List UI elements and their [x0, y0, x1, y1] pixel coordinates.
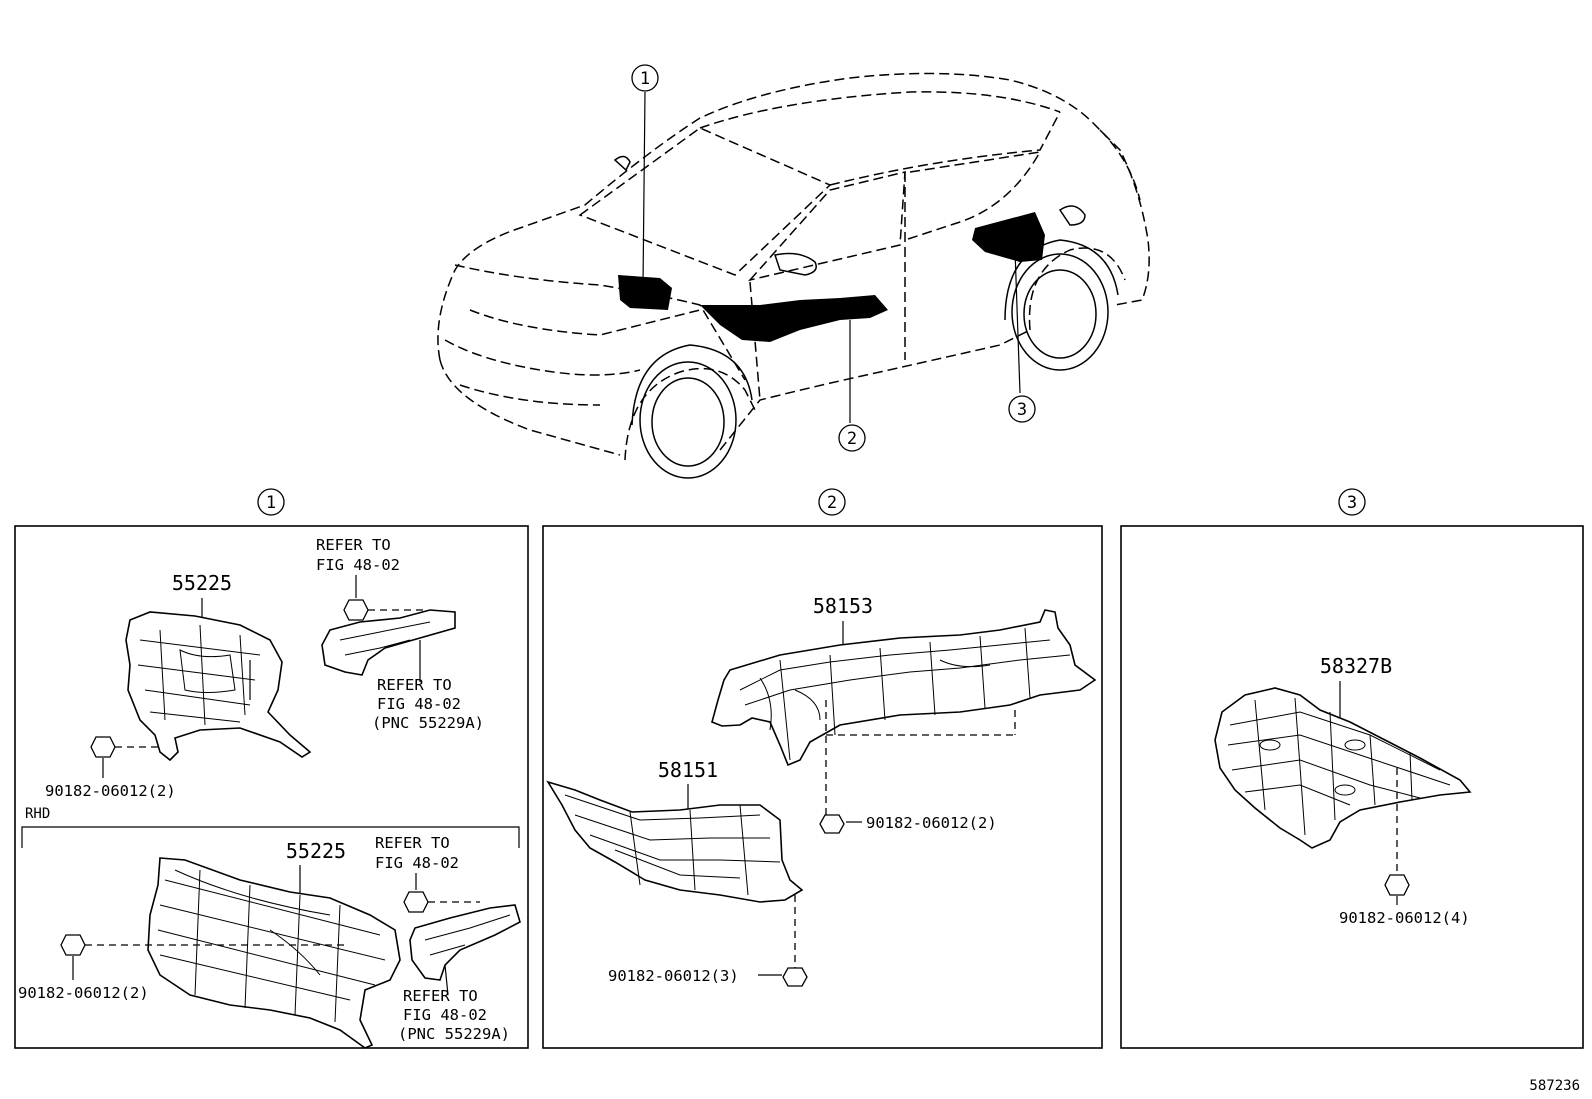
vehicle-overview: 1 2 3	[437, 64, 1150, 479]
nut-icon	[60, 934, 86, 956]
part-number-58327b: 58327B	[1320, 654, 1392, 678]
part-number-55225: 55225	[172, 571, 232, 595]
svg-text:2: 2	[847, 429, 857, 449]
figure-id: 587236	[1529, 1078, 1580, 1094]
svg-text:FIG 48-02: FIG 48-02	[403, 1006, 487, 1024]
callout-3-overview: 3	[1008, 395, 1036, 423]
panel-1-frame	[14, 525, 529, 1049]
svg-text:1: 1	[640, 69, 650, 89]
rhd-divider	[21, 826, 520, 848]
insulator-patch-rear	[972, 212, 1045, 262]
callout-1-overview: 1	[631, 64, 659, 92]
bracket-icon	[409, 904, 521, 981]
svg-text:3: 3	[1017, 400, 1027, 420]
nut-icon	[1384, 874, 1410, 896]
fastener-label: 90182-06012(3)	[608, 967, 739, 985]
svg-text:1: 1	[266, 493, 276, 513]
nut-icon	[343, 599, 369, 621]
svg-text:REFER TO: REFER TO	[377, 676, 452, 694]
bracket-icon	[321, 609, 456, 676]
rear-floor-insulator-58327b	[1214, 687, 1472, 849]
svg-text:FIG 48-02: FIG 48-02	[316, 556, 400, 574]
rhd-label: RHD	[25, 806, 50, 822]
fastener-label: 90182-06012(4)	[1339, 909, 1470, 927]
panel-3-frame	[1120, 525, 1584, 1049]
panel-2-frame	[542, 525, 1103, 1049]
svg-text:REFER TO: REFER TO	[316, 536, 391, 554]
svg-text:2: 2	[827, 493, 837, 513]
nut-icon	[403, 891, 429, 913]
floor-insulator-58151	[546, 780, 804, 903]
svg-text:REFER TO: REFER TO	[375, 834, 450, 852]
panel-3: 58327B 90182-06012(4)	[1214, 654, 1472, 927]
callout-1-header: 1	[257, 488, 285, 516]
fastener-label: 90182-06012(2)	[18, 984, 149, 1002]
panel-1: 55225 REFER TO FIG 48-02 REFER TO FIG 48…	[18, 536, 521, 1049]
svg-text:(PNC 55229A): (PNC 55229A)	[372, 714, 484, 732]
part-number-58151: 58151	[658, 758, 718, 782]
callout-3-header: 3	[1338, 488, 1366, 516]
fastener-label: 90182-06012(2)	[45, 782, 176, 800]
svg-text:FIG 48-02: FIG 48-02	[377, 695, 461, 713]
dash-insulator-55225	[125, 611, 312, 762]
nut-icon	[782, 967, 808, 987]
fastener-label: 90182-06012(2)	[866, 814, 997, 832]
panel-2: 58153 90182-06012(2) 58151 90182-06012(3…	[546, 594, 1097, 987]
nut-icon	[90, 736, 116, 758]
svg-text:3: 3	[1347, 493, 1357, 513]
part-number-58153: 58153	[813, 594, 873, 618]
svg-text:FIG 48-02: FIG 48-02	[375, 854, 459, 872]
callout-2-header: 2	[818, 488, 846, 516]
svg-text:(PNC 55229A): (PNC 55229A)	[398, 1025, 510, 1043]
floor-insulator-58153	[711, 609, 1097, 767]
dash-insulator-55225-rhd	[147, 857, 401, 1049]
nut-icon	[819, 814, 845, 834]
part-number-55225-rhd: 55225	[286, 839, 346, 863]
insulator-patch-dash	[618, 275, 672, 310]
callout-2-overview: 2	[838, 424, 866, 452]
svg-text:REFER TO: REFER TO	[403, 987, 478, 1005]
insulator-patch-floor	[700, 295, 888, 342]
